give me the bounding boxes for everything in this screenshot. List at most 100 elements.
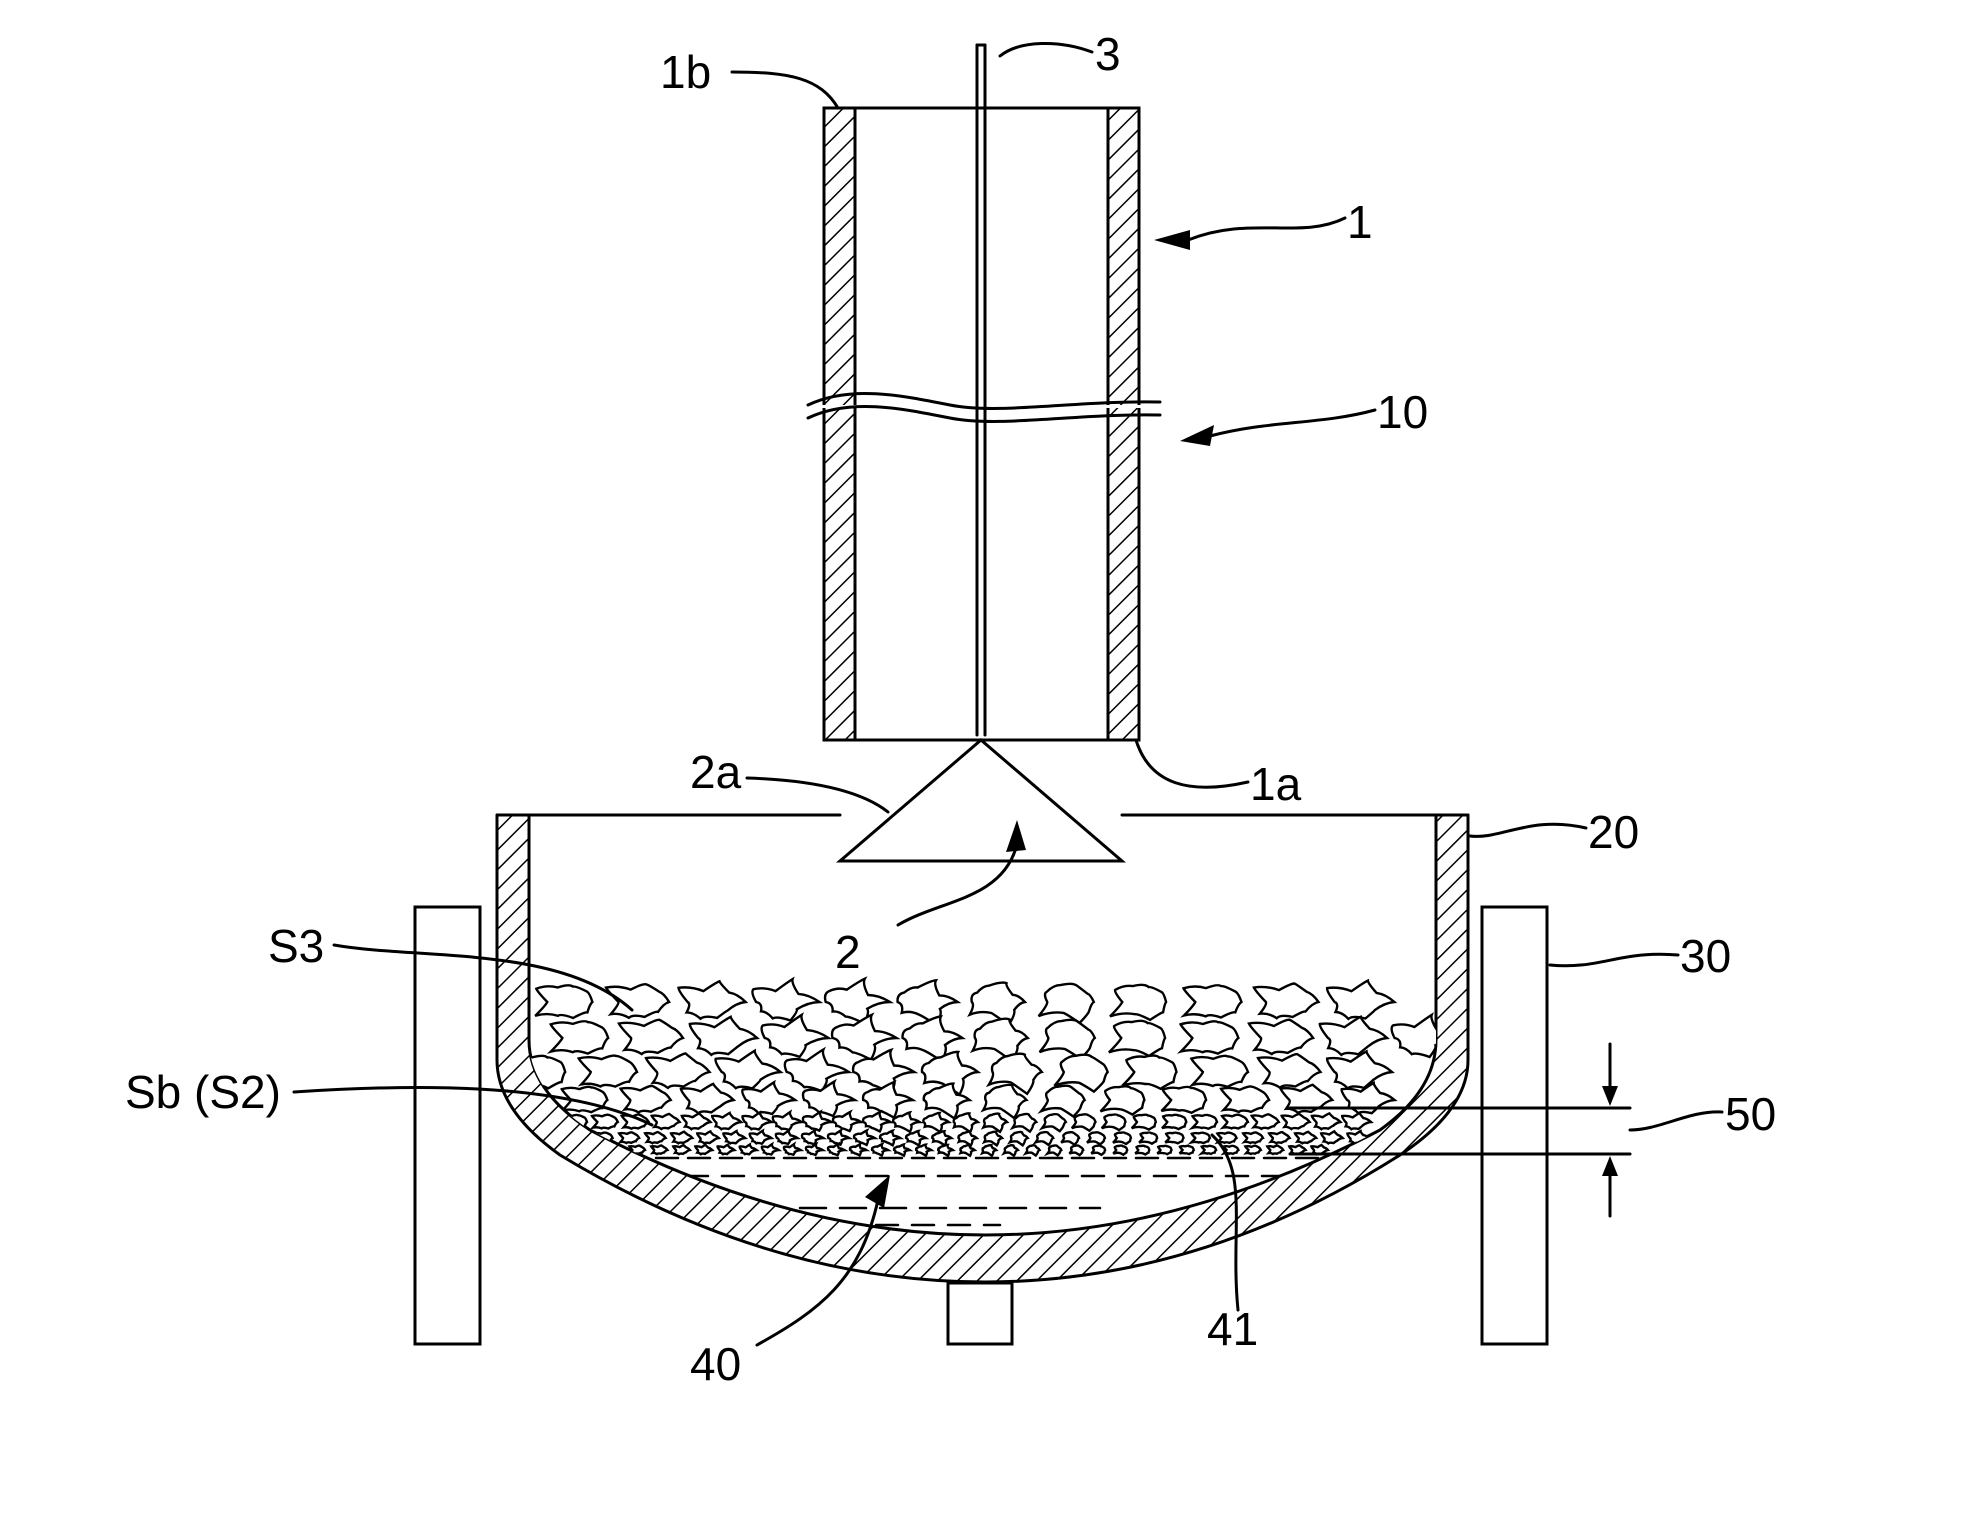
crystal-piece [833, 1112, 861, 1131]
crystal-piece [1217, 1133, 1236, 1143]
crystal-piece [828, 1144, 844, 1155]
crystal-piece [1222, 1115, 1248, 1129]
crystal-piece [671, 1132, 692, 1144]
crucible-support [948, 1283, 1012, 1344]
crystal-piece [645, 1132, 666, 1143]
crystal-piece [723, 1131, 745, 1143]
crystal-piece [1243, 1132, 1263, 1143]
crystal-piece [784, 1144, 801, 1155]
crystal-piece [1113, 1132, 1131, 1144]
crystal-piece [1321, 1131, 1343, 1143]
crystal-piece [619, 1020, 683, 1054]
crystal-piece [1181, 1021, 1239, 1053]
crystal-piece [1342, 1113, 1371, 1129]
crystal-piece [1269, 1132, 1290, 1143]
crystal-piece [1040, 1020, 1095, 1059]
crystal-piece [1039, 984, 1094, 1023]
crystal-piece [1072, 1114, 1096, 1130]
crystal-piece [923, 1113, 948, 1132]
crystal-piece [697, 1131, 719, 1143]
crystal-piece [894, 1144, 910, 1155]
crystal-piece [863, 1112, 890, 1131]
crystal-piece [916, 1145, 931, 1156]
crystal-piece [1254, 984, 1319, 1019]
crystal-piece [1042, 1114, 1066, 1131]
label-Sb-S2: Sb (S2) [125, 1066, 281, 1118]
crystal-piece [1091, 1146, 1105, 1155]
crystal-piece [535, 985, 592, 1018]
crystal-piece [717, 1145, 734, 1155]
heater-right [1482, 907, 1547, 1344]
crystal-piece [806, 1144, 823, 1155]
crystal-piece [1327, 981, 1394, 1019]
crystal-piece [898, 980, 958, 1025]
crystal-piece [1132, 1115, 1156, 1130]
crystal-piece [982, 1145, 996, 1156]
crystal-piece [1139, 1133, 1157, 1144]
crystal-piece [1252, 1114, 1279, 1128]
crystal-piece [1258, 1054, 1321, 1088]
crystal-piece [776, 1131, 798, 1144]
crystal-piece [762, 1144, 779, 1154]
label-2: 2 [835, 926, 861, 978]
crystal-piece [1013, 1114, 1037, 1132]
crystal-piece [619, 1132, 639, 1143]
crystal-piece [752, 979, 819, 1020]
crystal-piece [802, 1131, 823, 1145]
crystal-layer [511, 979, 1459, 1156]
tube-wall-right-lower [1108, 380, 1139, 740]
crystal-piece [646, 1053, 710, 1088]
crystal-piece [984, 1132, 1002, 1146]
crystal-piece [651, 1145, 667, 1154]
label-1: 1 [1347, 196, 1373, 248]
label-20: 20 [1588, 806, 1639, 858]
crystal-piece [682, 1113, 711, 1129]
crystal-piece [1312, 1113, 1341, 1129]
crystal-piece [1087, 1132, 1105, 1144]
crystal-piece [681, 1084, 734, 1113]
crystal-piece [740, 1145, 757, 1155]
crystal-piece [742, 1113, 771, 1130]
crystal-piece [551, 1021, 609, 1053]
crystal-piece [606, 984, 669, 1018]
crystal-piece [1191, 1056, 1248, 1087]
tube-wall-left-lower [824, 380, 855, 740]
tube-wall-left-upper [824, 108, 855, 418]
label-S3: S3 [268, 920, 324, 972]
crystal-piece [621, 1086, 671, 1113]
crystal-piece [893, 1112, 920, 1131]
crystal-piece [1282, 1114, 1310, 1129]
crystal-piece [690, 1017, 757, 1055]
crystal-piece [1180, 1146, 1194, 1154]
crystal-piece [1192, 1115, 1217, 1129]
crystal-piece [1221, 1086, 1269, 1112]
crystal-piece [960, 1145, 974, 1156]
crystal-piece [1157, 1146, 1171, 1154]
crystal-piece [1161, 1087, 1206, 1113]
arrow-1 [1154, 230, 1190, 250]
crystal-piece [592, 1115, 618, 1129]
crystal-piece [1010, 1132, 1028, 1145]
crystal-piece [1135, 1146, 1149, 1155]
label-1a: 1a [1250, 758, 1302, 810]
crystal-piece [1061, 1132, 1079, 1145]
crystal-piece [1036, 1132, 1054, 1145]
crystal-piece [958, 1132, 976, 1146]
crystal-piece [825, 979, 890, 1024]
crystal-piece [1122, 1056, 1176, 1089]
label-1b: 1b [660, 46, 711, 98]
crystal-piece [1320, 1017, 1387, 1055]
crystal-piece [1202, 1146, 1216, 1154]
crystal-piece [750, 1131, 772, 1144]
crystal-piece [1113, 1146, 1127, 1155]
crystal-piece [954, 1113, 978, 1132]
crystal-piece [652, 1114, 680, 1129]
label-50: 50 [1725, 1088, 1776, 1140]
crystal-piece [1267, 1145, 1283, 1154]
label-10: 10 [1377, 386, 1428, 438]
crystal-piece [579, 1056, 637, 1087]
crystal-piece [938, 1145, 953, 1156]
crystal-piece [850, 1144, 866, 1155]
crystal-piece [1192, 1133, 1210, 1143]
